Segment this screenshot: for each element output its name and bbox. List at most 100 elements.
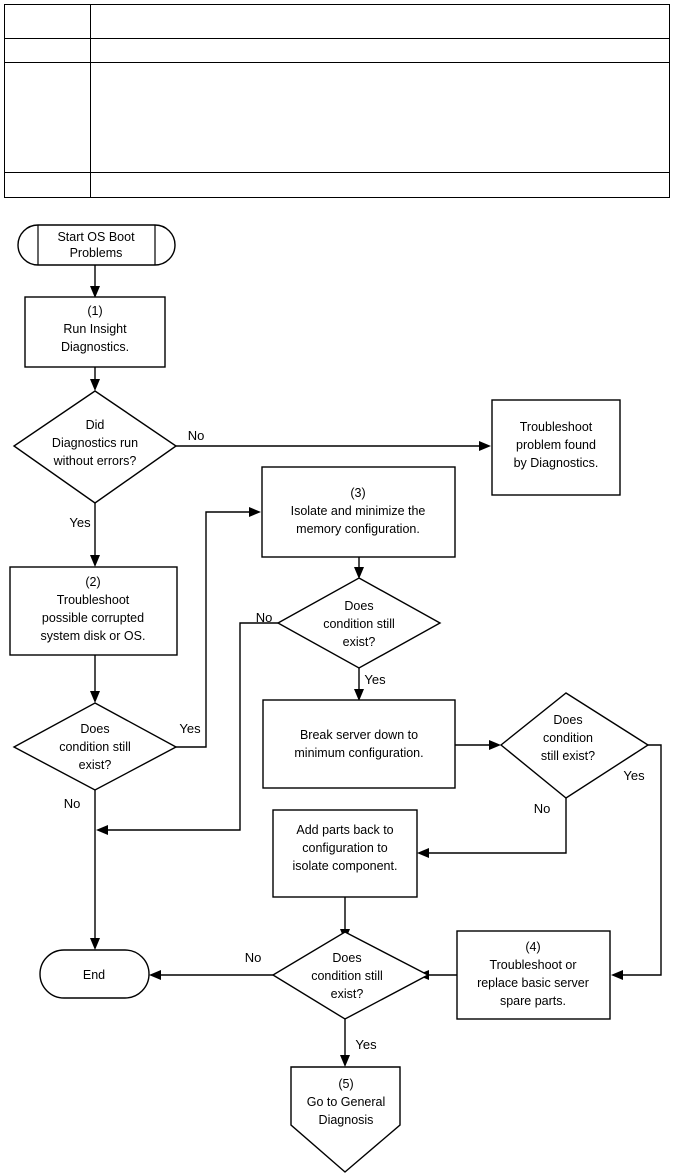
step5-number: (5)	[338, 1077, 353, 1091]
connector-decision4-no	[428, 798, 567, 854]
edge-label-decision1-yes: Yes	[69, 515, 91, 530]
decision3-diamond	[276, 577, 442, 669]
node-step3[interactable]: (3) Isolate and minimize the memory conf…	[261, 466, 456, 558]
troubleshoot-diag-line1: Troubleshoot	[520, 420, 593, 434]
edge-label-decision1-no: No	[188, 428, 205, 443]
step1-box	[24, 296, 166, 368]
decision5-line1: Does	[332, 951, 361, 965]
edge-label-decision5-no: No	[245, 950, 262, 965]
step5-line1: Go to General	[307, 1095, 386, 1109]
node-decision5[interactable]: Does condition still exist?	[271, 931, 430, 1020]
table-cell-content	[90, 62, 670, 173]
step3-box	[261, 466, 456, 558]
table-row	[4, 172, 670, 198]
add-parts-line1: Add parts back to	[296, 823, 393, 837]
node-add-parts[interactable]: Add parts back to configuration to isola…	[272, 809, 418, 898]
decision2-line3: exist?	[79, 758, 112, 772]
arrowhead	[90, 691, 100, 703]
decision3-line1: Does	[344, 599, 373, 613]
troubleshoot-diag-line3: by Diagnostics.	[514, 456, 599, 470]
decision4-line3: still exist?	[541, 749, 595, 763]
start-label-line2: Problems	[70, 246, 123, 260]
document-table	[4, 4, 670, 198]
decision2-diamond	[12, 702, 178, 791]
arrowhead	[479, 441, 491, 451]
end-label: End	[83, 968, 105, 982]
break-server-line2: minimum configuration.	[294, 746, 423, 760]
arrowhead	[354, 567, 364, 579]
edge-label-decision2-yes: Yes	[179, 721, 201, 736]
connector-decision3-no	[107, 622, 278, 831]
table-row	[4, 62, 670, 173]
decision2-line2: condition still	[59, 740, 131, 754]
arrowhead	[340, 1055, 350, 1067]
arrowhead	[249, 507, 261, 517]
step4-line2: replace basic server	[477, 976, 589, 990]
step4-number: (4)	[525, 940, 540, 954]
node-decision3[interactable]: Does condition still exist?	[276, 577, 442, 669]
step1-number: (1)	[87, 304, 102, 318]
edge-label-decision4-no: No	[534, 801, 551, 816]
edge-label-decision3-no: No	[256, 610, 273, 625]
table-cell-label	[4, 172, 91, 198]
edge-label-decision4-yes: Yes	[623, 768, 645, 783]
decision4-diamond	[499, 692, 650, 799]
node-step4[interactable]: (4) Troubleshoot or replace basic server…	[456, 930, 611, 1020]
table-cell-label	[4, 62, 91, 173]
node-start[interactable]: Start OS Boot Problems	[17, 224, 176, 266]
decision4-line2: condition	[543, 731, 593, 745]
table-cell-content	[90, 172, 670, 198]
edge-label-decision5-yes: Yes	[355, 1037, 377, 1052]
node-end[interactable]: End	[39, 949, 150, 999]
table-cell-label	[4, 38, 91, 63]
edge-label-decision3-yes: Yes	[364, 672, 386, 687]
step1-line1: Run Insight	[63, 322, 127, 336]
decision3-line2: condition still	[323, 617, 395, 631]
decision1-line3: without errors?	[53, 454, 137, 468]
node-decision4[interactable]: Does condition still exist?	[499, 692, 650, 799]
decision3-line3: exist?	[343, 635, 376, 649]
connector-decision4-yes	[622, 744, 662, 976]
connectors	[90, 265, 662, 1067]
arrowhead	[90, 555, 100, 567]
arrowhead	[90, 938, 100, 950]
end-terminator-shape	[39, 949, 150, 999]
arrowhead	[611, 970, 623, 980]
arrowhead	[149, 970, 161, 980]
step4-line1: Troubleshoot or	[489, 958, 576, 972]
node-decision1[interactable]: Did Diagnostics run without errors?	[12, 390, 178, 504]
step2-line1: Troubleshoot	[57, 593, 130, 607]
decision5-diamond	[271, 931, 430, 1020]
arrowhead	[96, 825, 108, 835]
add-parts-line3: isolate component.	[293, 859, 398, 873]
node-step1[interactable]: (1) Run Insight Diagnostics.	[24, 296, 166, 368]
step2-box	[9, 566, 178, 656]
step3-number: (3)	[350, 486, 365, 500]
step3-line2: memory configuration.	[296, 522, 420, 536]
arrowhead	[90, 286, 100, 298]
decision1-diamond	[12, 390, 178, 504]
decision1-line2: Diagnostics run	[52, 436, 138, 450]
node-step5[interactable]: (5) Go to General Diagnosis	[290, 1066, 401, 1173]
edge-label-decision2-no: No	[64, 796, 81, 811]
arrowhead	[489, 740, 501, 750]
arrowhead	[417, 848, 429, 858]
step4-box	[456, 930, 611, 1020]
node-troubleshoot-diagnostics[interactable]: Troubleshoot problem found by Diagnostic…	[491, 399, 621, 496]
arrowhead	[354, 689, 364, 701]
step3-line1: Isolate and minimize the	[291, 504, 426, 518]
add-parts-box	[272, 809, 418, 898]
connector-decision2-yes-to-step3	[176, 511, 250, 748]
node-decision2[interactable]: Does condition still exist?	[12, 702, 178, 791]
add-parts-line2: configuration to	[302, 841, 388, 855]
step2-line2: possible corrupted	[42, 611, 144, 625]
step2-line3: system disk or OS.	[41, 629, 146, 643]
step5-offpage-shape	[290, 1066, 401, 1173]
step4-line3: spare parts.	[500, 994, 566, 1008]
node-break-server[interactable]: Break server down to minimum configurati…	[262, 699, 456, 789]
decision2-line1: Does	[80, 722, 109, 736]
node-step2[interactable]: (2) Troubleshoot possible corrupted syst…	[9, 566, 178, 656]
step2-number: (2)	[85, 575, 100, 589]
